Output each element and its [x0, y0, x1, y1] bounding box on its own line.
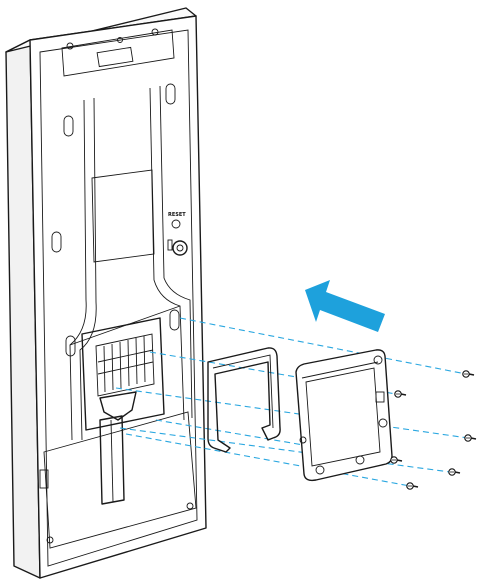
guide-line-1: [179, 317, 467, 375]
screw-icon: [390, 456, 403, 464]
side-latch: [39, 469, 49, 489]
guide-line-5: [119, 427, 451, 473]
oval-slot-3: [51, 231, 62, 253]
alignment-guides: [115, 317, 469, 487]
tamper-switch-center: [176, 244, 184, 252]
cover-lip: [301, 361, 379, 379]
cover-screw-hole-5: [299, 436, 307, 444]
tamper-switch: [172, 240, 188, 256]
cable-bundle: [99, 391, 137, 421]
mounting-rail-left-inner: [79, 97, 97, 441]
bottom-screw-hole-right: [186, 502, 194, 510]
oval-slot-4: [65, 335, 76, 357]
terminal-block: [95, 333, 155, 397]
cover-screw-hole-3: [355, 455, 365, 465]
top-bracket-slot: [96, 46, 134, 68]
terminal-pins: [97, 335, 154, 393]
screw-icon: [462, 370, 475, 378]
cover-tab: [375, 391, 385, 403]
screw-icon: [394, 390, 407, 398]
tamper-switch-clip: [167, 239, 173, 251]
arrow-up-left-icon: [305, 280, 385, 332]
rubber-gasket: [207, 347, 281, 453]
mounting-rail-right-inner: [159, 85, 193, 419]
screw-icon: [448, 468, 461, 476]
screw-icon: [406, 482, 419, 490]
label-recess: [91, 169, 155, 263]
top-screw-hole-left: [66, 42, 74, 50]
reset-label: RESET: [168, 212, 186, 218]
top-screw-hole-right: [151, 28, 159, 36]
oval-slot-2: [165, 83, 176, 105]
gasket-outer: [207, 347, 281, 453]
top-screw-hole-center: [117, 37, 123, 43]
reset-button[interactable]: [171, 219, 181, 229]
gasket-inner: [212, 354, 274, 429]
guide-line-6: [125, 433, 411, 487]
cover-screw-hole-2: [378, 418, 388, 428]
guide-line-2: [149, 351, 397, 395]
cover-outline: [295, 349, 393, 482]
device-inner-bezel: [39, 29, 198, 567]
cable-channel: [99, 415, 125, 505]
cover-screw-hole-4: [315, 465, 325, 475]
bottom-screw-hole-left: [46, 536, 54, 544]
device-face: [29, 15, 207, 579]
lower-cover-recess: [43, 411, 197, 549]
device-back-plate: RESET: [5, 7, 207, 579]
oval-slot-5: [169, 309, 180, 331]
wiring-compartment: [81, 317, 165, 431]
cover-inner-panel: [305, 367, 381, 467]
screws: [390, 370, 477, 490]
oval-slot-1: [63, 115, 74, 137]
screw-icon: [464, 434, 477, 442]
cover-screw-hole-1: [373, 355, 383, 365]
top-bracket: [61, 29, 175, 77]
back-cover-plate: [295, 349, 393, 482]
